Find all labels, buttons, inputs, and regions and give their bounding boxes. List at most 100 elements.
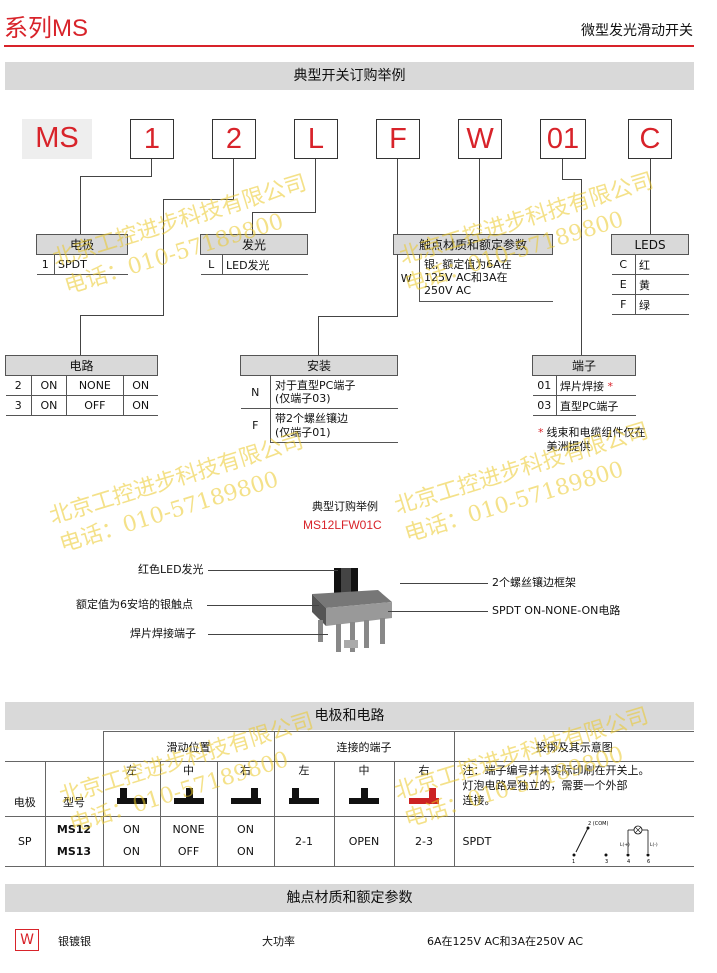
note-asterisk: * (538, 426, 544, 439)
table-cell: 红 (635, 254, 689, 275)
material-name: 银镀银 (58, 935, 91, 948)
table-cell: 带2个螺丝镶边 (仅端子01) (270, 408, 398, 443)
callout-led: 红色LED发光 (138, 563, 204, 576)
callout-circuit: SPDT ON-NONE-ON电路 (492, 604, 621, 617)
table-cell: SPDT (54, 254, 128, 275)
schem-label-4: 4 (627, 859, 630, 864)
table-cell: NONE (65, 375, 124, 396)
section-ordering: 典型开关订购举例 (5, 62, 694, 90)
table-cell: LED发光 (222, 254, 308, 275)
table-row: 1 SPDT (36, 254, 128, 275)
right-cell: ON ON (216, 815, 275, 867)
code-box-3: L (294, 119, 338, 159)
callout-frame: 2个螺丝镶边框架 (492, 576, 576, 589)
table-row: 01 焊片焊接 * (532, 375, 636, 396)
table-row: F 带2个螺丝镶边 (仅端子01) (240, 408, 398, 443)
note-text: 线束和电缆组件仅在 美洲提供 (546, 426, 646, 453)
table-cell: 2 (5, 375, 32, 396)
mounting-table: 安装 N 对于直型PC端子 (仅端子03) F 带2个螺丝镶边 (仅端子01) (240, 355, 398, 443)
wire (318, 316, 319, 355)
section-poles-circuits: 电极和电路 (5, 702, 694, 730)
conn-left-value: 2-1 (273, 815, 335, 867)
wire (562, 159, 563, 179)
poles-table: 电极 1 SPDT (36, 234, 128, 275)
wire (479, 159, 480, 234)
header-pos-middle: 中 (159, 761, 218, 778)
table-row: N 对于直型PC端子 (仅端子03) (240, 374, 398, 410)
table-cell: 3 (5, 395, 32, 416)
table-cell: 01 (532, 375, 557, 396)
table-cell: 直型PC端子 (556, 395, 636, 416)
switch-pos-left-icon (273, 778, 335, 817)
table-cell: L (200, 254, 223, 275)
example-label: 典型订购举例 (312, 500, 378, 513)
table-row: 滑动位置 连接的端子 投掷及其示意图 (5, 731, 694, 762)
wire (562, 179, 582, 180)
terminal-note: * 线束和电缆组件仅在 美洲提供 (538, 426, 646, 454)
callout-line (208, 634, 328, 635)
code-box-2: 2 (212, 119, 256, 159)
pole-value: SP (5, 815, 46, 867)
table-cell: F (611, 294, 636, 315)
table-cell: C (611, 254, 636, 275)
mid-val-1: NONE (172, 823, 205, 836)
schematic-note: 注：端子编号并未实际印刷在开关上。 灯泡电路是独立的，需要一个外部 连接。 (453, 761, 694, 817)
code-box-1: 1 (130, 119, 174, 159)
wire (252, 212, 253, 234)
table-cell: E (611, 274, 636, 295)
contact-table-title: 触点材质和额定参数 (393, 234, 553, 255)
contact-table: 触点材质和额定参数 W 银; 额定值为6A在 125V AC和3A在 250V … (393, 234, 553, 302)
schematic-diagram: 2 (COM) 1 3 4 6 L(+) L(-) (572, 821, 658, 864)
material-power-label: 大功率 (262, 935, 295, 948)
middle-cell: NONE OFF (159, 815, 218, 867)
switch-product-image (312, 568, 392, 652)
schem-label-6: 6 (647, 859, 650, 864)
table-cell: 焊片焊接 * (556, 375, 636, 396)
circuit-grid: 滑动位置 连接的端子 投掷及其示意图 电极 型号 左 中 右 左 中 右 注：端… (5, 731, 694, 867)
callout-line (207, 605, 319, 606)
switch-pos-middle-icon (333, 778, 395, 817)
wire (650, 159, 651, 234)
table-cell: N (240, 374, 271, 410)
terminal-table-title: 端子 (532, 355, 636, 376)
callout-line (208, 570, 338, 571)
mid-val-2: OFF (177, 845, 200, 858)
right-val-1: ON (237, 823, 254, 836)
table-cell: 银; 额定值为6A在 125V AC和3A在 250V AC (419, 254, 553, 302)
conn-right-value: 2-3 (393, 815, 455, 867)
material-rating: 6A在125V AC和3A在250V AC (427, 935, 584, 948)
table-row: 电极 型号 左 中 右 左 中 右 注：端子编号并未实际印刷在开关上。 灯泡电路… (5, 761, 694, 817)
table-cell: W (393, 254, 420, 302)
led-table-title: 发光 (200, 234, 308, 255)
code-box-4: F (376, 119, 420, 159)
table-row: W 银; 额定值为6A在 125V AC和3A在 250V AC (393, 254, 553, 302)
table-cell: F (240, 408, 271, 443)
callout-contact: 额定值为6安培的银触点 (76, 598, 193, 611)
table-cell: 对于直型PC端子 (仅端子03) (270, 374, 398, 410)
schematic-cell: 2 (COM) 1 3 4 6 L(+) L(-) (526, 815, 694, 867)
schem-label-com: 2 (COM) (588, 821, 608, 827)
callout-line (400, 583, 488, 584)
callout-terminal: 焊片焊接端子 (130, 627, 196, 640)
led-table: 发光 L LED发光 (200, 234, 308, 275)
header-slide-position: 滑动位置 (102, 731, 275, 762)
terminal-label: 焊片焊接 (560, 379, 604, 393)
wire (163, 199, 164, 315)
code-box-7: C (628, 119, 672, 159)
table-cell: ON (122, 395, 158, 416)
poles-table-title: 电极 (36, 234, 128, 255)
code-box-ms: MS (22, 119, 92, 159)
right-val-2: ON (237, 845, 254, 858)
table-row: 03 直型PC端子 (532, 395, 636, 416)
table-cell: 1 (36, 254, 55, 275)
table-cell: OFF (65, 395, 124, 416)
table-cell: ON (31, 375, 67, 396)
terminal-table: 端子 01 焊片焊接 * 03 直型PC端子 (532, 355, 636, 416)
header-pos-right: 右 (216, 761, 275, 778)
